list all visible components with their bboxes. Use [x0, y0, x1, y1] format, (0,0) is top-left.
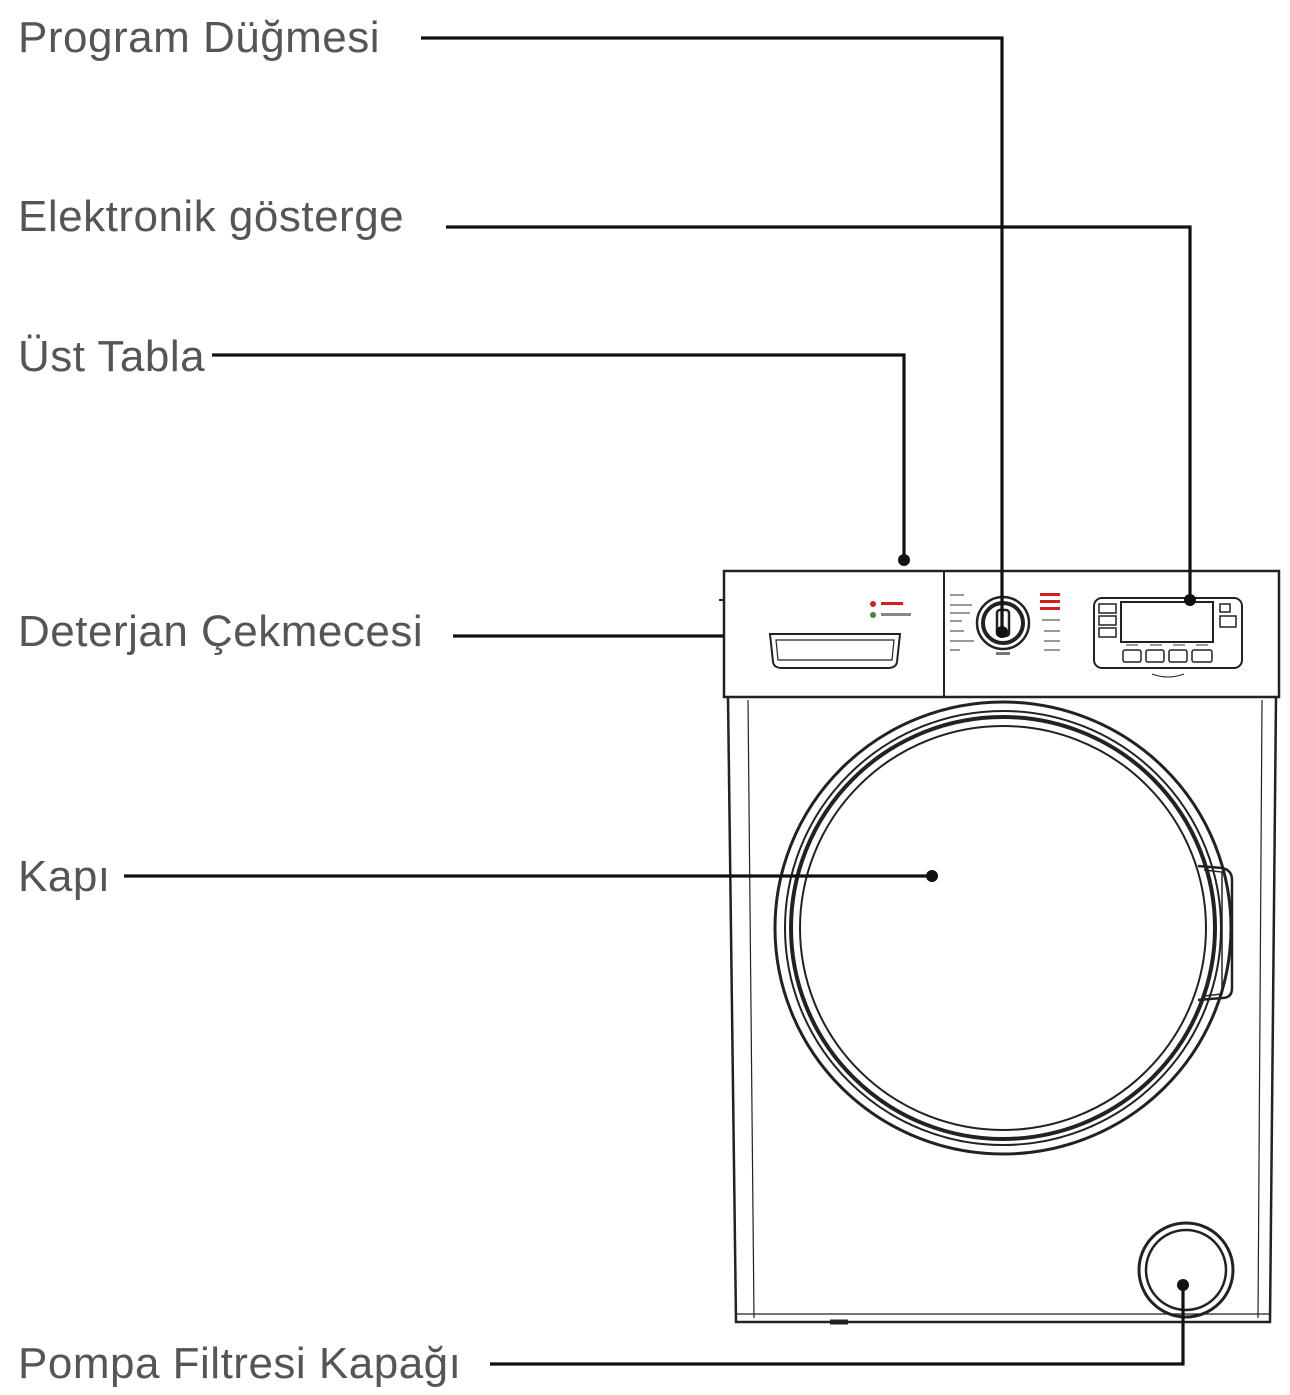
detergent-drawer: [768, 633, 902, 669]
leader-line-top-panel: [212, 353, 906, 560]
door: [773, 700, 1234, 1156]
leader-line-electronic-display: [446, 225, 1192, 600]
electronic-display-module: [1093, 597, 1243, 678]
leader-dot-pump-filter: [1177, 1279, 1189, 1291]
leader-dot-door: [926, 870, 938, 882]
label-top-panel: Üst Tabla: [18, 332, 206, 381]
leader-dot-electronic-display: [1184, 594, 1196, 606]
display-screen: [1120, 601, 1214, 643]
leader-line-pump-filter: [490, 1285, 1185, 1366]
label-door: Kapı: [18, 852, 111, 901]
leader-line-program-knob: [421, 36, 1004, 632]
indicator-light-green: [870, 612, 876, 618]
label-program-knob: Program Düğmesi: [18, 13, 381, 62]
washing-machine: [719, 569, 1281, 1325]
label-detergent-drawer: Deterjan Çekmecesi: [18, 607, 424, 656]
program-list-right: [1040, 593, 1060, 651]
leader-lines: [124, 36, 1196, 1366]
leader-dot-top-panel: [898, 554, 910, 566]
indicator-light-red: [870, 601, 876, 607]
program-list-left: [950, 594, 974, 651]
door-handle: [1197, 864, 1234, 1002]
cabinet: [726, 696, 1278, 1324]
leader-dot-program-knob: [996, 626, 1008, 638]
label-electronic-display: Elektronik gösterge: [18, 192, 405, 241]
pump-filter-cover: [1137, 1221, 1235, 1319]
label-pump-filter-cover: Pompa Filtresi Kapağı: [18, 1339, 462, 1388]
